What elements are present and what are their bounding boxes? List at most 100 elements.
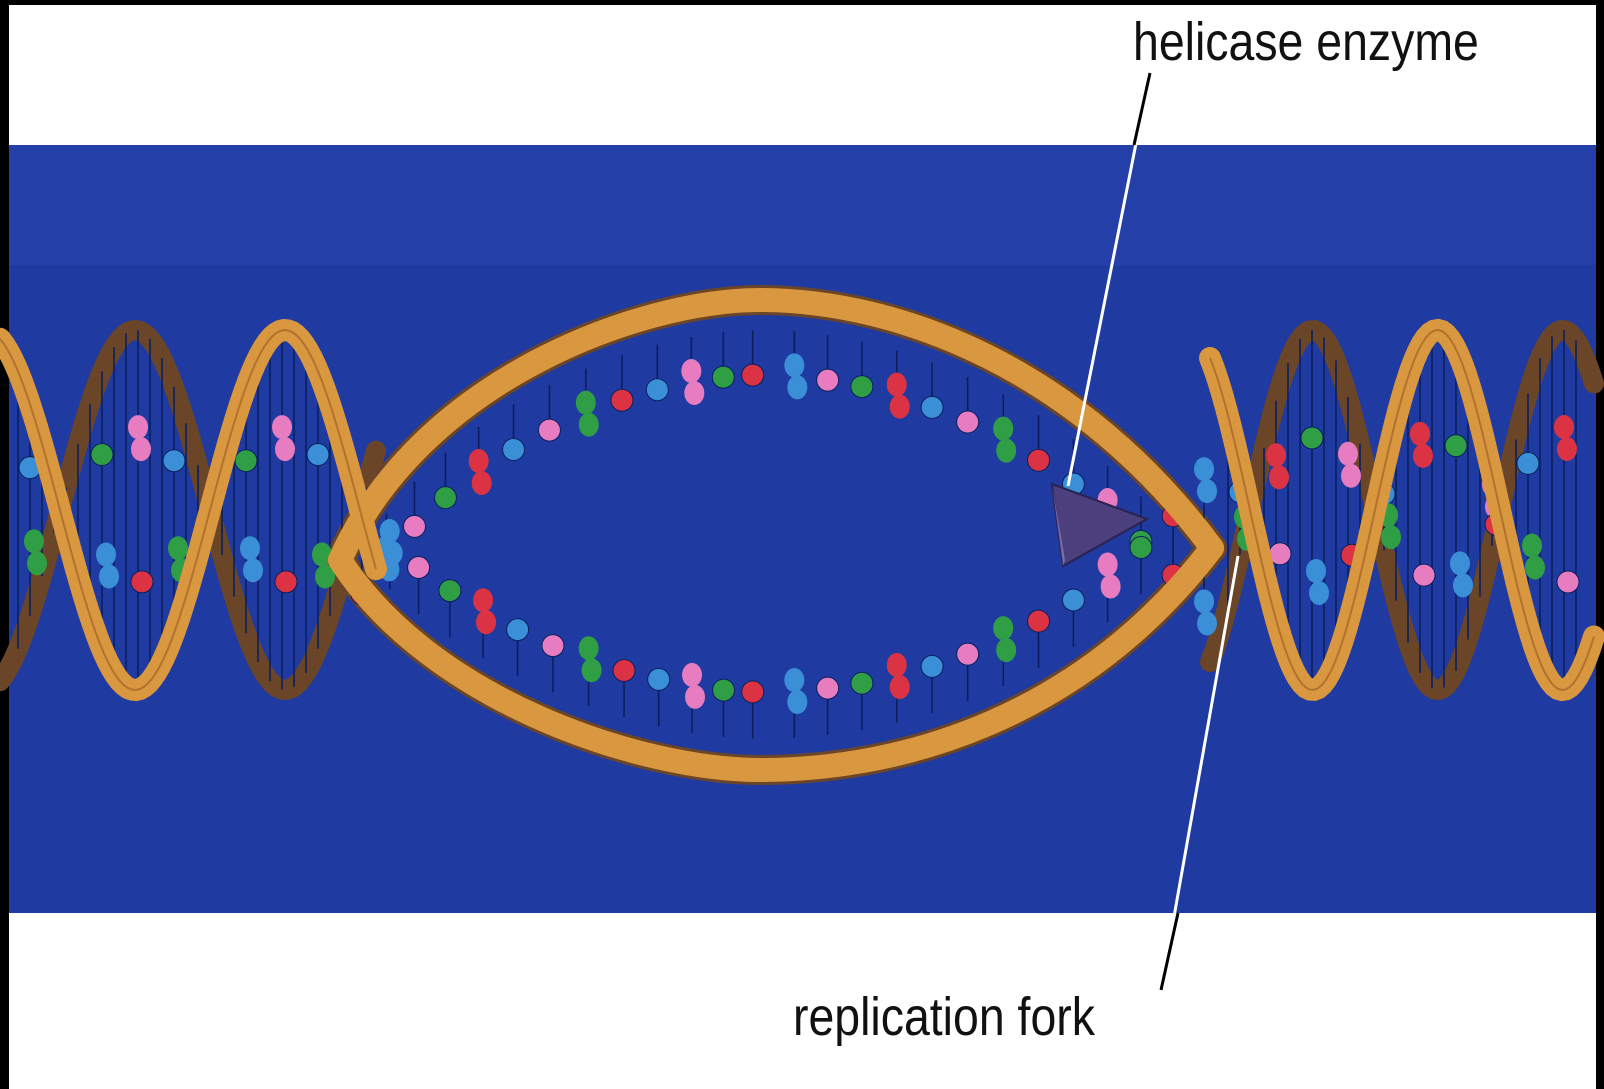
bottom-bubble-base	[742, 681, 764, 703]
left-helix-base-top	[128, 415, 148, 439]
top-bubble-base	[851, 376, 873, 398]
left-helix-base-bottom	[27, 551, 47, 575]
bottom-bubble-base-top	[993, 616, 1013, 640]
top-bubble-base	[503, 439, 525, 461]
bottom-bubble-base	[817, 677, 839, 699]
bottom-bubble-base-bottom	[787, 690, 807, 714]
left-helix-base	[91, 444, 113, 466]
helicase-enzyme-label: helicase enzyme	[1133, 11, 1479, 72]
bottom-bubble-base	[542, 635, 564, 657]
right-helix-base-bottom	[1413, 444, 1433, 468]
right-helix-base-bottom	[1269, 465, 1289, 489]
bottom-bubble-base-bottom	[476, 610, 496, 634]
top-bubble-base-bottom	[579, 413, 599, 437]
top-bubble-base-bottom	[996, 439, 1016, 463]
left-helix-base-bottom	[131, 437, 151, 461]
bottom-bubble-base-bottom	[1197, 479, 1217, 503]
top-bubble-base-top	[576, 391, 596, 415]
bottom-bubble-base-bottom	[996, 638, 1016, 662]
right-helix-base-top	[1410, 422, 1430, 446]
top-bubble-base-top	[681, 359, 701, 383]
top-bubble-base-bottom	[787, 375, 807, 399]
top-bubble-base-bottom	[890, 395, 910, 419]
bottom-bubble-base	[1130, 536, 1152, 558]
bottom-bubble-base-bottom	[582, 658, 602, 682]
left-helix-base-top	[96, 542, 116, 566]
right-helix-base	[1301, 427, 1323, 449]
bottom-bubble-base	[408, 556, 430, 578]
top-bubble-base	[712, 366, 734, 388]
right-helix-base-top	[1266, 443, 1286, 467]
left-helix-base-top	[272, 415, 292, 439]
top-bubble-base-top	[887, 373, 907, 397]
bottom-bubble-base	[613, 659, 635, 681]
left-helix-base-bottom	[243, 558, 263, 582]
panel-sheen	[9, 145, 1596, 265]
left-helix-base-bottom	[275, 437, 295, 461]
bottom-bubble-base-top	[784, 668, 804, 692]
right-helix-base-top	[1338, 442, 1358, 466]
top-bubble-base	[434, 487, 456, 509]
top-bubble-base-bottom	[684, 381, 704, 405]
left-helix-base-bottom	[99, 564, 119, 588]
left-helix-base-top	[24, 529, 44, 553]
top-bubble-base-top	[1194, 589, 1214, 613]
bottom-bubble-base-bottom	[1101, 575, 1121, 599]
right-helix-base-top	[1522, 534, 1542, 558]
top-bubble-base	[611, 389, 633, 411]
right-helix-base	[1445, 435, 1467, 457]
top-bubble-base	[957, 411, 979, 433]
right-helix-base	[1517, 452, 1539, 474]
bottom-bubble-base	[507, 619, 529, 641]
right-helix-base-bottom	[1341, 464, 1361, 488]
bottom-bubble-base-top	[380, 519, 400, 543]
top-bubble-base-bottom	[472, 471, 492, 495]
bottom-bubble-base-bottom	[890, 675, 910, 699]
left-helix-base	[307, 444, 329, 466]
right-helix-base	[1413, 564, 1435, 586]
replication-fork-label: replication fork	[793, 986, 1096, 1047]
bottom-bubble-base	[1028, 610, 1050, 632]
top-bubble-base-top	[784, 353, 804, 377]
top-bubble-base	[646, 379, 668, 401]
top-bubble-base	[538, 419, 560, 441]
bottom-bubble-base-top	[887, 653, 907, 677]
right-helix-base-top	[1450, 551, 1470, 575]
left-helix-base	[275, 571, 297, 593]
bottom-bubble-base	[921, 655, 943, 677]
bottom-bubble-base-top	[1098, 553, 1118, 577]
bottom-bubble-base	[1062, 589, 1084, 611]
bottom-bubble-base-bottom	[685, 685, 705, 709]
right-helix-base-top	[1306, 559, 1326, 583]
bottom-bubble-base-top	[579, 636, 599, 660]
black-right-edge	[1596, 0, 1604, 1089]
top-bubble-base	[403, 515, 425, 537]
left-helix-base-top	[240, 536, 260, 560]
right-helix-base-bottom	[1453, 573, 1473, 597]
bottom-bubble-base	[648, 668, 670, 690]
right-helix-base	[1557, 571, 1579, 593]
right-helix-base-bottom	[1381, 525, 1401, 549]
right-helix-base-bottom	[1525, 556, 1545, 580]
right-helix-base-bottom	[1557, 437, 1577, 461]
top-bubble-base	[921, 396, 943, 418]
bottom-bubble-base	[713, 679, 735, 701]
bottom-bubble-base	[957, 643, 979, 665]
top-bubble-base-top	[993, 417, 1013, 441]
top-bubble-base	[817, 369, 839, 391]
bottom-bubble-base-bottom	[383, 541, 403, 565]
bottom-bubble-base	[851, 672, 873, 694]
right-helix-base-top	[1554, 415, 1574, 439]
left-helix-base-top	[168, 536, 188, 560]
bottom-bubble-base-top	[473, 588, 493, 612]
right-helix-base-bottom	[1309, 581, 1329, 605]
bottom-bubble-base	[439, 580, 461, 602]
bottom-bubble-base-top	[682, 663, 702, 687]
left-helix-base	[163, 450, 185, 472]
top-bubble-base-top	[469, 449, 489, 473]
bottom-bubble-base-top	[1194, 457, 1214, 481]
top-bubble-base-bottom	[1197, 611, 1217, 635]
top-bubble-base	[1028, 449, 1050, 471]
